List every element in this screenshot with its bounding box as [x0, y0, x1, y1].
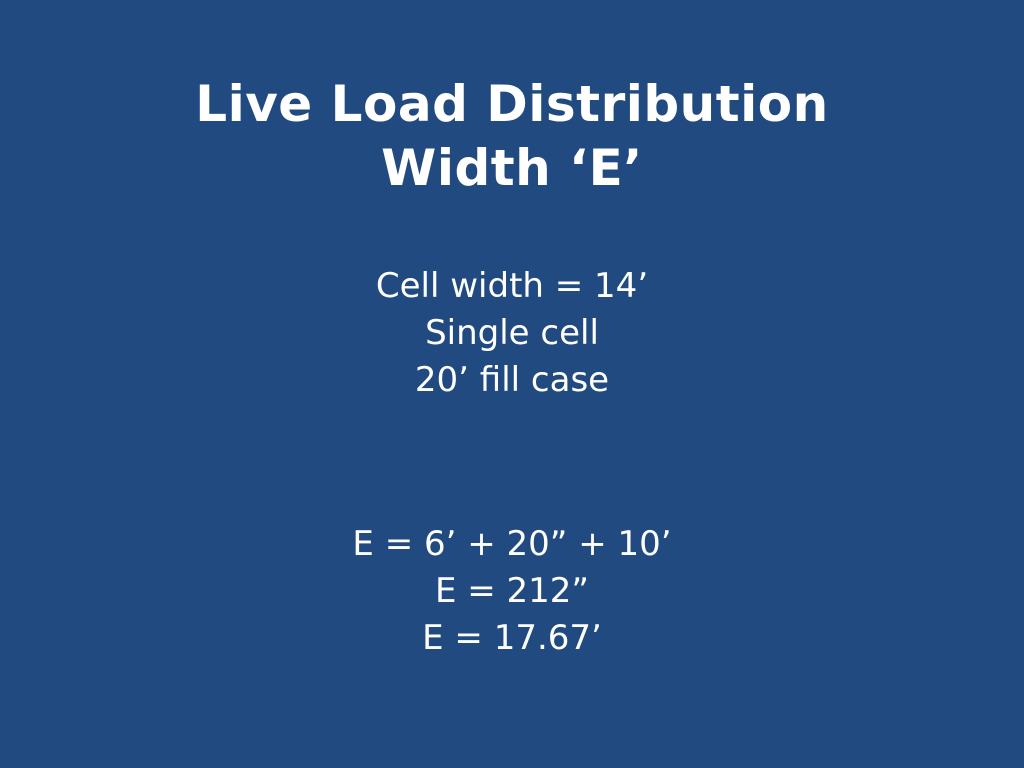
given-conditions: Cell width = 14’ Single cell 20’ fill ca… [0, 263, 1024, 404]
calculation-line-1: E = 6’ + 20” + 10’ [352, 524, 672, 564]
calculation-block: E = 6’ + 20” + 10’ E = 212” E = 17.67’ [0, 521, 1024, 662]
title-line-1: Live Load Distribution [195, 75, 829, 133]
fill-case-text: 20’ fill case [414, 360, 610, 400]
calculation-line-3: E = 17.67’ [422, 618, 602, 658]
calculation-line-2: E = 212” [434, 571, 590, 611]
cell-width-text: Cell width = 14’ [375, 266, 649, 306]
title-line-2: Width ‘E’ [381, 139, 643, 197]
cell-count-text: Single cell [425, 313, 599, 353]
slide-title: Live Load Distribution Width ‘E’ [0, 72, 1024, 200]
